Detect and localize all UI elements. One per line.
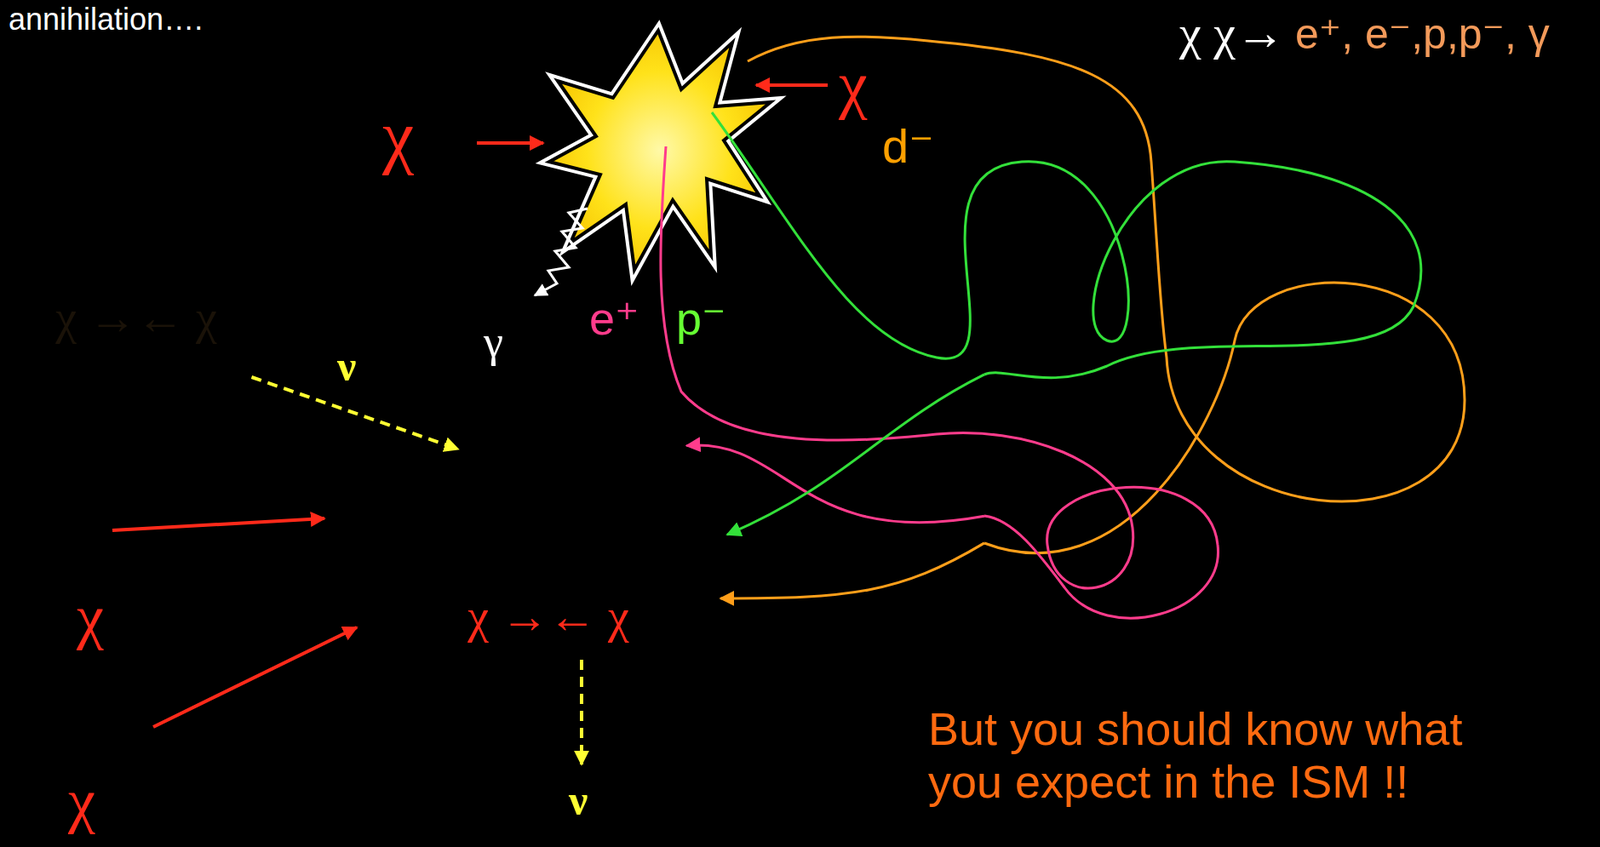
cloud-lobe <box>1052 467 1189 604</box>
antideuteron-path <box>747 36 1465 554</box>
note-text: But you should know what you expect in t… <box>928 702 1525 809</box>
connector <box>720 543 985 599</box>
wimp-symbol: χ <box>838 47 868 122</box>
earth-ocean <box>427 404 721 698</box>
cloud-lobe <box>992 356 1181 545</box>
particle-label: d⁻ <box>882 119 935 174</box>
ism-cloud <box>984 280 1500 618</box>
wimp-symbol: χ <box>68 766 96 838</box>
chi-arrow <box>756 83 828 87</box>
cloud-lobe <box>1088 283 1273 468</box>
earth-globe <box>423 400 725 702</box>
node-label: ISM <box>1291 419 1380 475</box>
cloud-lobe <box>1156 465 1307 616</box>
reaction-formula: χ χ→ <box>1179 5 1285 63</box>
earth-cloud <box>440 573 645 586</box>
sun-spot <box>136 399 141 404</box>
earth-continent <box>516 447 564 471</box>
earth-node: χ →← χ <box>423 400 725 702</box>
reaction-products: e⁺, e⁻,p,p⁻, γ <box>1295 10 1550 60</box>
gamma-wave <box>534 208 588 296</box>
chi-arrow <box>153 627 357 728</box>
positron-path <box>660 146 1219 619</box>
cloud-lobe <box>1270 455 1431 616</box>
neutrino-label: ν <box>337 342 356 392</box>
wimp-symbol: χ <box>76 582 104 654</box>
cloud-lobe <box>1214 281 1368 436</box>
earth-cloud <box>593 489 696 495</box>
neutrino-label: ν <box>568 776 588 826</box>
particle-label: e⁺ <box>589 292 640 345</box>
connector <box>727 374 985 535</box>
connector <box>686 445 985 523</box>
particle-label: γ <box>483 316 504 368</box>
particle-label: p⁻ <box>676 292 727 345</box>
ism-node: ISM <box>984 280 1500 618</box>
chi-arrow <box>476 141 544 145</box>
node-label: χ →← χ <box>55 292 218 345</box>
node-label: χ →← χ <box>467 590 630 644</box>
slide-heading: annihilation…. <box>8 1 203 37</box>
sun-node: χ →← χ <box>10 192 263 445</box>
sun-spot <box>84 240 90 247</box>
earth-continent <box>466 434 598 565</box>
neutrino-arrow <box>579 659 584 765</box>
sun-body <box>13 195 259 442</box>
antiproton-path <box>711 112 1422 379</box>
chi-arrow <box>112 518 325 531</box>
wimp-symbol: χ <box>382 95 414 178</box>
